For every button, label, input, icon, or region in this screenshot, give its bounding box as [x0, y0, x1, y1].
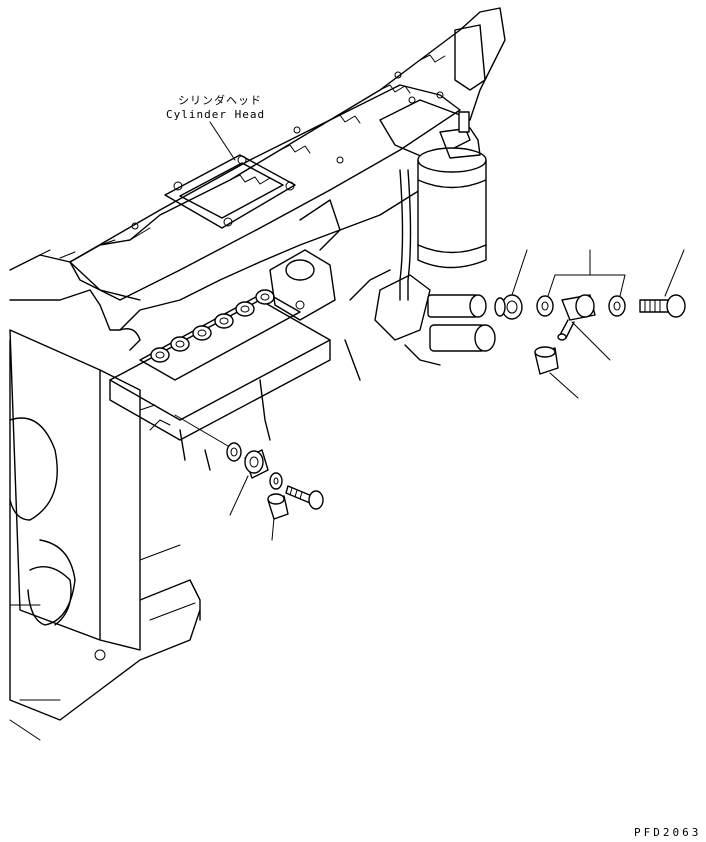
washer-3 [226, 442, 242, 462]
exploded-parts-left [174, 414, 324, 541]
cylinder-head-label-jp: シリンダヘッド [178, 94, 262, 107]
engine-block [9, 7, 506, 741]
injection-pump-outlets [150, 289, 275, 363]
cylinder-head-leader [209, 121, 236, 161]
cap-right [534, 346, 559, 375]
washer-4 [269, 472, 283, 490]
eye-bolt-cap [494, 294, 523, 320]
feed-pump [374, 274, 496, 366]
fuel-filter [399, 111, 487, 301]
drawing-number: PFD2063 [634, 826, 702, 839]
washer-2 [608, 295, 626, 317]
joint-body [244, 449, 269, 479]
joint-elbow [557, 294, 596, 341]
cap-lower [267, 493, 289, 520]
bolt-lower [285, 485, 324, 510]
exploded-parts-right [494, 249, 686, 399]
cylinder-head-label-en: Cylinder Head [166, 108, 266, 121]
washer-1 [536, 295, 554, 317]
hollow-bolt [639, 294, 686, 318]
